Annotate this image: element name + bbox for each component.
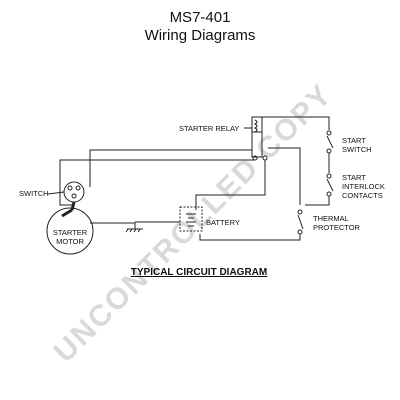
interlock-terminal-bottom	[326, 191, 332, 197]
wire-interlock-down	[305, 196, 330, 206]
interlock-contact	[326, 178, 334, 192]
switch-housing	[63, 181, 85, 203]
switch-to-motor-link	[70, 201, 76, 211]
wire-motor-to-ground	[90, 222, 136, 229]
label-start-switch-1: START	[342, 136, 366, 145]
label-switch: SWITCH	[19, 189, 49, 198]
wire-relay-to-motor	[59, 159, 255, 206]
battery-box	[179, 206, 203, 232]
thermal-terminal-bottom	[297, 229, 303, 235]
wire-relay-right	[268, 147, 301, 205]
interlock-terminal-top	[326, 173, 332, 179]
circuit-wires	[46, 116, 334, 255]
label-thermal-2: PROTECTOR	[313, 223, 361, 232]
label-starter-relay: STARTER RELAY	[179, 124, 239, 133]
switch-terminal-b	[75, 185, 81, 191]
ground-hatch-2	[129, 228, 133, 233]
switch-leader-line	[47, 191, 65, 195]
wire-relay-to-switch	[89, 149, 252, 187]
label-starter-motor-1: STARTER	[53, 228, 88, 237]
starter-motor-body	[46, 207, 94, 255]
label-start-interlock-2: INTERLOCK	[342, 182, 385, 191]
wire-top	[262, 116, 330, 130]
ground-hatch-3	[133, 228, 137, 233]
page-subtitle: Wiring Diagrams	[144, 27, 256, 44]
start-switch-terminal-top	[326, 130, 332, 136]
model-title: MS7-401	[169, 9, 231, 26]
label-battery: BATTERY	[206, 218, 240, 227]
thermal-contact	[297, 214, 304, 230]
switch-to-motor-link-2	[61, 208, 73, 218]
label-start-switch-2: SWITCH	[342, 145, 372, 154]
thermal-terminal-top	[297, 209, 303, 215]
start-switch-contact	[326, 135, 334, 149]
switch-terminal-a	[67, 185, 73, 191]
ground-hatch-1	[125, 228, 129, 233]
wire-relay-to-battery	[195, 160, 266, 210]
switch-terminal-c	[71, 193, 77, 199]
wire-thermal-to-battery	[199, 234, 301, 241]
diagram-caption: TYPICAL CIRCUIT DIAGRAM	[131, 267, 267, 278]
relay-coil	[253, 119, 258, 133]
label-starter-motor-2: MOTOR	[56, 237, 84, 246]
start-switch-terminal-bottom	[326, 148, 332, 154]
ground-hatch-4	[137, 228, 141, 233]
label-thermal-1: THERMAL	[313, 214, 349, 223]
label-start-interlock-1: START	[342, 173, 366, 182]
label-start-interlock-3: CONTACTS	[342, 191, 383, 200]
